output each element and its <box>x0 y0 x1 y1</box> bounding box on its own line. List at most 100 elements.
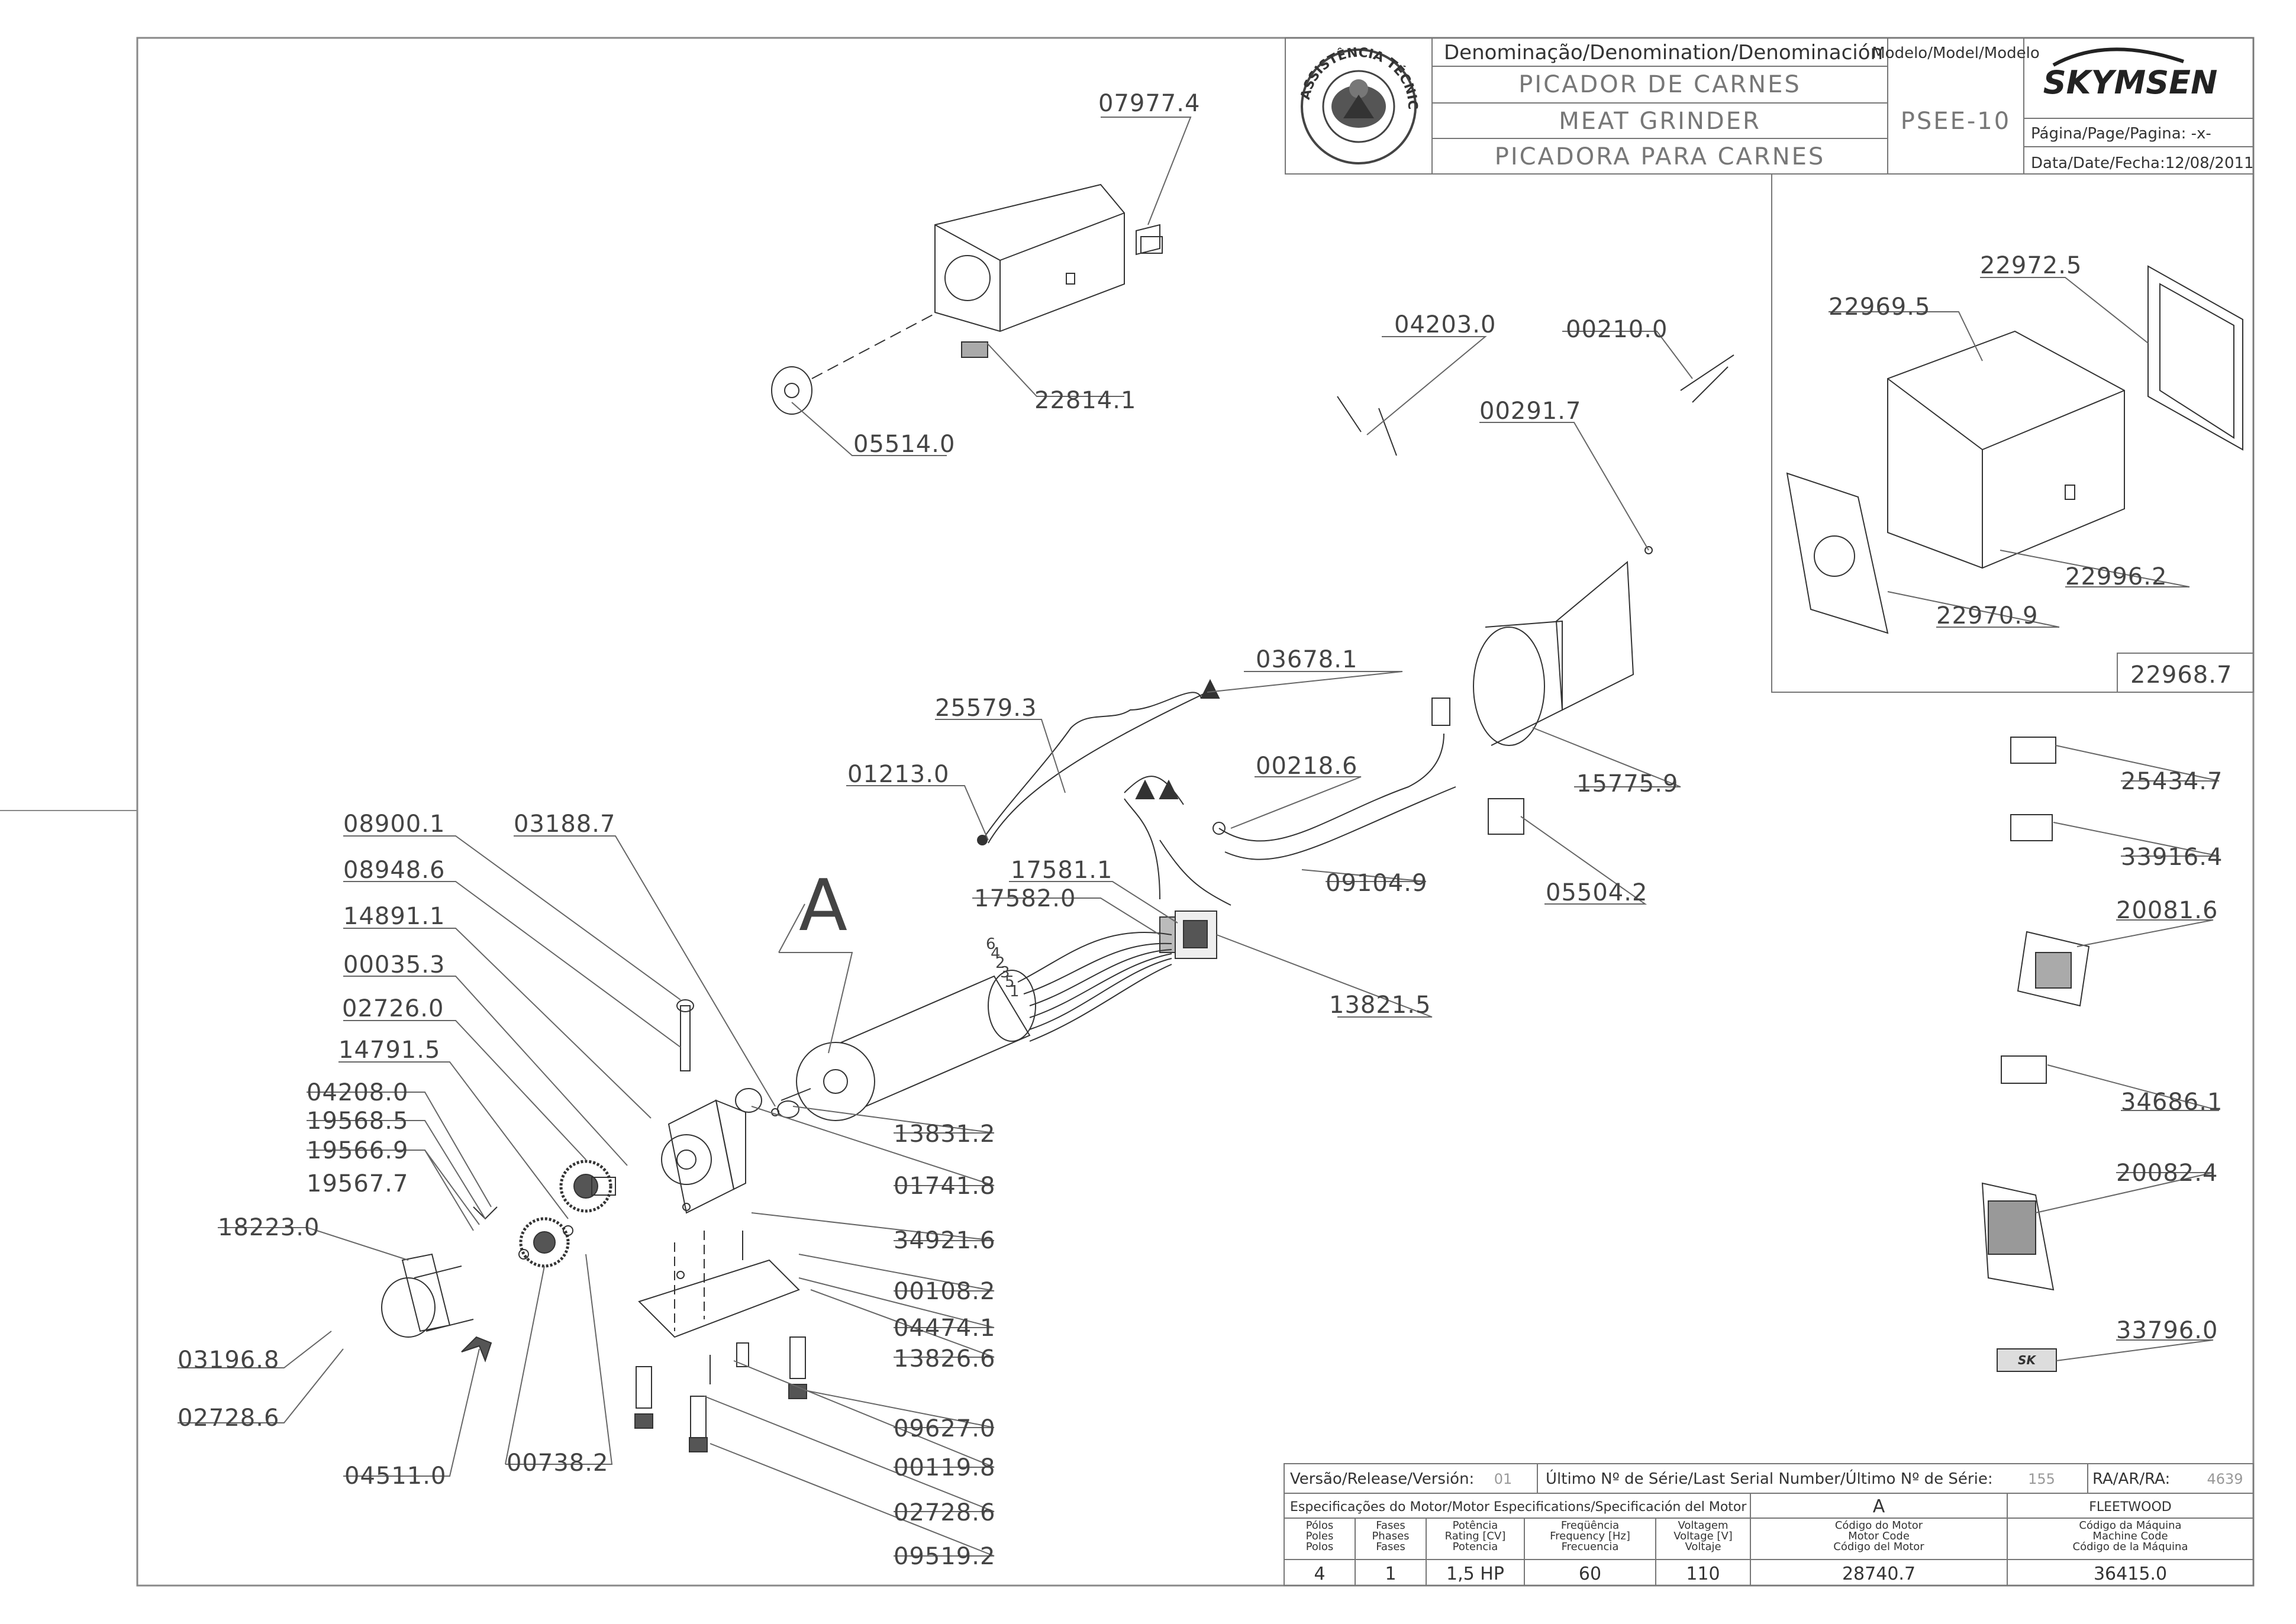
motor-unit <box>781 932 1172 1121</box>
svg-text:ASSISTÊNCIA TÉCNICA AUTORIZADA: ASSISTÊNCIA TÉCNICA AUTORIZADA <box>0 0 1420 110</box>
label-33916: 33916.4 <box>2121 844 2223 871</box>
wire-number-1: 1 <box>1010 983 1020 1000</box>
label-14891: 14891.1 <box>343 903 445 930</box>
spec-header-6-h2: Motor Code <box>1848 1530 1910 1542</box>
label-19566: 19566.9 <box>307 1137 408 1164</box>
wire-number-5: 5 <box>1005 973 1015 991</box>
spec-header-2-h2: Phases <box>1372 1530 1409 1542</box>
motor-spec-label: Especificações do Motor/Motor Especifica… <box>1290 1500 1747 1515</box>
label-plates: SK <box>1136 224 2090 1372</box>
spec-header-5-h2: Voltage [V] <box>1673 1530 1733 1542</box>
wire-number-2: 2 <box>995 954 1005 972</box>
label-00119: 00119.8 <box>894 1454 995 1481</box>
label-01213: 01213.0 <box>847 761 949 788</box>
label-22814: 22814.1 <box>1034 387 1136 414</box>
label-09104: 09104.9 <box>1326 870 1427 897</box>
release-block <box>1284 1463 2254 1586</box>
spec-value-2: 1 <box>1385 1564 1396 1584</box>
svg-text:SK: SK <box>2018 1353 2036 1367</box>
spec-header-4-h2: Frequency [Hz] <box>1550 1530 1630 1542</box>
label-07977: 07977.4 <box>1098 90 1200 117</box>
housing-subassembly-drawing <box>1786 265 2243 634</box>
spec-header-3-h3: Potencia <box>1453 1541 1498 1553</box>
spec-header-1-h1: Pólos <box>1306 1519 1334 1532</box>
label-14791: 14791.5 <box>338 1037 440 1064</box>
version-label: Versão/Release/Versión: <box>1290 1470 1474 1488</box>
spec-header-7-h2: Machine Code <box>2092 1530 2168 1542</box>
label-04474: 04474.1 <box>894 1315 995 1342</box>
label-22996: 22996.2 <box>2065 563 2167 590</box>
part-labels: 07977.4 22814.1 05514.0 04203.0 00210.0 … <box>178 90 2232 1570</box>
wire-number-3: 3 <box>1000 964 1010 981</box>
brand-swoosh <box>2052 47 2184 67</box>
front-flange <box>381 1206 498 1363</box>
spec-value-3: 1,5 HP <box>1446 1564 1504 1584</box>
label-25434: 25434.7 <box>2121 768 2223 795</box>
title-block <box>1285 37 2254 175</box>
label-17581: 17581.1 <box>1011 857 1112 884</box>
label-04203: 04203.0 <box>1394 311 1496 338</box>
model-value: PSEE-10 <box>1901 108 2011 135</box>
assistencia-seal-logo: ASSISTÊNCIA TÉCNICA AUTORIZADA <box>0 0 1420 164</box>
label-22970: 22970.9 <box>1936 602 2038 629</box>
label-04208: 04208.0 <box>307 1079 408 1106</box>
spec-header-3-h1: Potência <box>1453 1519 1498 1532</box>
spec-header-6-h3: Código del Motor <box>1833 1541 1924 1553</box>
brand-logo: SKYMSEN <box>2043 64 2218 101</box>
label-20081: 20081.6 <box>2116 897 2218 924</box>
label-01741: 01741.8 <box>894 1173 995 1200</box>
spec-header-4-h3: Frecuencia <box>1562 1541 1619 1553</box>
spec-value-6: 28740.7 <box>1842 1564 1916 1584</box>
label-25579: 25579.3 <box>935 695 1037 722</box>
gearbox-housing <box>661 999 799 1214</box>
callout-leaders <box>178 117 2220 1557</box>
label-22969: 22969.5 <box>1829 293 1930 321</box>
motor-callout-letter: A <box>799 865 847 947</box>
label-02728-left: 02728.6 <box>178 1405 279 1432</box>
label-15775: 15775.9 <box>1576 770 1678 798</box>
spec-header-3-h2: Rating [CV] <box>1445 1530 1506 1542</box>
date-field: Data/Date/Fecha:12/08/2011 <box>2031 154 2254 172</box>
name-english: MEAT GRINDER <box>1559 108 1761 135</box>
label-05504: 05504.2 <box>1546 879 1647 906</box>
label-00738: 00738.2 <box>507 1449 608 1477</box>
spec-value-5: 110 <box>1686 1564 1720 1584</box>
subassembly-code-box <box>2117 653 2254 693</box>
label-17582: 17582.0 <box>974 885 1076 912</box>
spec-value-7: 36415.0 <box>2094 1564 2167 1584</box>
gears <box>518 1160 616 1268</box>
label-02726: 02726.0 <box>342 995 444 1022</box>
label-08900: 08900.1 <box>343 811 445 838</box>
wire-number-4: 4 <box>991 945 1001 963</box>
spec-header-2-h3: Fases <box>1376 1541 1405 1553</box>
name-spanish: PICADORA PARA CARNES <box>1495 143 1826 170</box>
denomination-header: Denominação/Denomination/Denominación <box>1444 41 1883 64</box>
label-13831: 13831.2 <box>894 1121 995 1148</box>
motor-letter: A <box>1873 1496 1885 1517</box>
exploded-view-drawing: SK <box>381 183 2243 1452</box>
label-22972: 22972.5 <box>1980 252 2082 279</box>
base-plate <box>634 1231 807 1452</box>
label-22968: 22968.7 <box>2130 661 2232 689</box>
label-02728-bottom: 02728.6 <box>894 1499 995 1526</box>
fleetwood-label: FLEETWOOD <box>2089 1500 2171 1515</box>
label-00108: 00108.2 <box>894 1278 995 1305</box>
label-03196: 03196.8 <box>178 1347 279 1374</box>
housing-subassembly-frame <box>1771 173 2254 693</box>
label-33796: 33796.0 <box>2116 1317 2218 1344</box>
label-00035: 00035.3 <box>343 951 445 979</box>
label-03678: 03678.1 <box>1256 646 1357 673</box>
name-portuguese: PICADOR DE CARNES <box>1518 71 1801 98</box>
ra-label: RA/AR/RA: <box>2092 1470 2170 1488</box>
spec-header-1-h2: Poles <box>1306 1530 1334 1542</box>
label-19567: 19567.7 <box>307 1170 408 1197</box>
label-00291: 00291.7 <box>1479 398 1581 425</box>
label-13826: 13826.6 <box>894 1345 995 1373</box>
label-09627: 09627.0 <box>894 1415 995 1442</box>
label-13821: 13821.5 <box>1329 992 1431 1019</box>
spec-header-5-h1: Voltagem <box>1678 1519 1728 1532</box>
label-03188: 03188.7 <box>514 811 615 838</box>
spec-header-7-h1: Código da Máquina <box>2079 1519 2181 1532</box>
label-09519: 09519.2 <box>894 1543 995 1570</box>
